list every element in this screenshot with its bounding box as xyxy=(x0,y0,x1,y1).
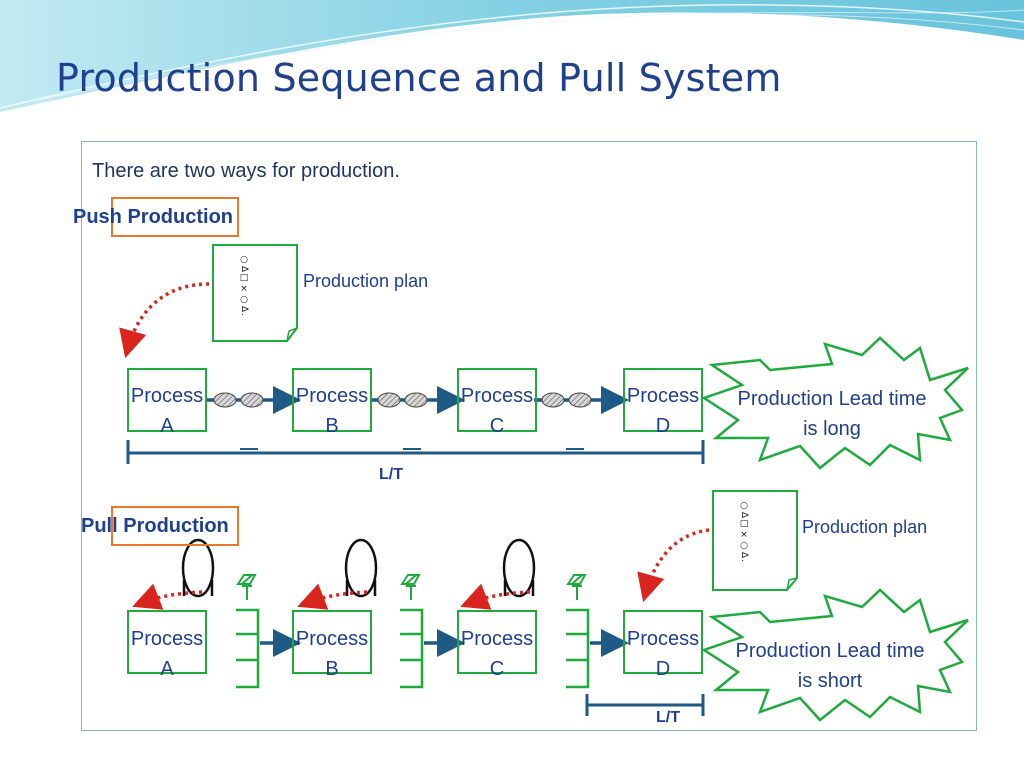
pull-burst-line2: is short xyxy=(797,670,863,692)
pull-process-box-b xyxy=(292,610,372,674)
pull-process-c-line2: C xyxy=(489,658,505,680)
push-process-d-line2: D xyxy=(655,415,671,437)
content-frame xyxy=(81,141,977,731)
pull-signal-arrow-b xyxy=(297,583,368,610)
push-lead-time-burst xyxy=(701,336,969,470)
push-inventory-piles xyxy=(213,392,592,408)
pull-label-highlight xyxy=(111,506,239,546)
push-process-box-d xyxy=(623,368,703,432)
pull-process-a-line2: A xyxy=(160,658,174,680)
push-process-box-a xyxy=(127,368,207,432)
pull-plan-symbols: ○∆□×○∆. xyxy=(739,501,749,563)
intro-text: There are two ways for production. xyxy=(92,160,400,182)
pull-lead-time-bracket xyxy=(585,694,705,716)
pull-kanban-flags xyxy=(236,574,587,600)
push-process-label-a: Process A xyxy=(112,381,222,441)
push-process-c-line1: Process xyxy=(460,385,534,407)
pull-process-label-a: Process A xyxy=(112,624,222,684)
push-label-highlight xyxy=(111,197,239,237)
pull-lead-time-label: L/T xyxy=(656,709,680,726)
pull-process-box-a xyxy=(127,610,207,674)
push-process-label-c: Process C xyxy=(442,381,552,441)
push-process-a-line2: A xyxy=(160,415,174,437)
pull-signal-arrow-c xyxy=(460,583,531,610)
pull-storage-racks xyxy=(236,608,590,689)
pull-burst-text: Production Lead time is short xyxy=(705,636,955,696)
pull-worker-figures xyxy=(181,538,536,598)
push-process-a-line1: Process xyxy=(130,385,204,407)
push-burst-line1: Production Lead time xyxy=(737,388,927,410)
pull-process-label-b: Process B xyxy=(277,624,387,684)
push-production-label: Push Production xyxy=(73,206,233,228)
pull-burst-line1: Production Lead time xyxy=(735,640,925,662)
pull-production-label: Pull Production xyxy=(81,515,229,537)
header-wave-decoration xyxy=(0,0,1024,117)
push-process-label-d: Process D xyxy=(608,381,718,441)
push-process-box-b xyxy=(292,368,372,432)
push-process-d-line1: Process xyxy=(626,385,700,407)
push-process-box-c xyxy=(457,368,537,432)
push-plan-document-icon xyxy=(212,244,298,342)
push-plan-symbols: ○∆□×○∆. xyxy=(239,255,249,317)
push-plan-label: Production plan xyxy=(303,271,429,291)
pull-process-box-d xyxy=(623,610,703,674)
pull-process-box-c xyxy=(457,610,537,674)
pull-plan-document-icon xyxy=(712,490,798,591)
push-plan-signal-arrow xyxy=(119,282,210,359)
pull-plan-label: Production plan xyxy=(802,517,928,537)
pull-process-d-line1: Process xyxy=(626,628,700,650)
push-process-b-line1: Process xyxy=(295,385,369,407)
push-burst-text: Production Lead time is long xyxy=(707,384,957,444)
push-process-b-line2: B xyxy=(325,415,339,437)
push-burst-line2: is long xyxy=(803,418,861,440)
page-title: Production Sequence and Pull System xyxy=(56,56,782,100)
pull-signal-arrow-a xyxy=(132,583,203,610)
pull-process-b-line2: B xyxy=(325,658,339,680)
push-lead-time-bracket xyxy=(126,440,705,464)
pull-lead-time-burst xyxy=(701,588,969,722)
push-process-label-b: Process B xyxy=(277,381,387,441)
push-lead-time-label: L/T xyxy=(379,466,403,483)
pull-process-a-line1: Process xyxy=(130,628,204,650)
pull-process-label-c: Process C xyxy=(442,624,552,684)
pull-process-c-line1: Process xyxy=(460,628,534,650)
pull-process-b-line1: Process xyxy=(295,628,369,650)
pull-process-d-line2: D xyxy=(655,658,671,680)
pull-worker-feet xyxy=(182,580,535,596)
push-process-c-line2: C xyxy=(489,415,505,437)
pull-process-label-d: Process D xyxy=(608,624,718,684)
